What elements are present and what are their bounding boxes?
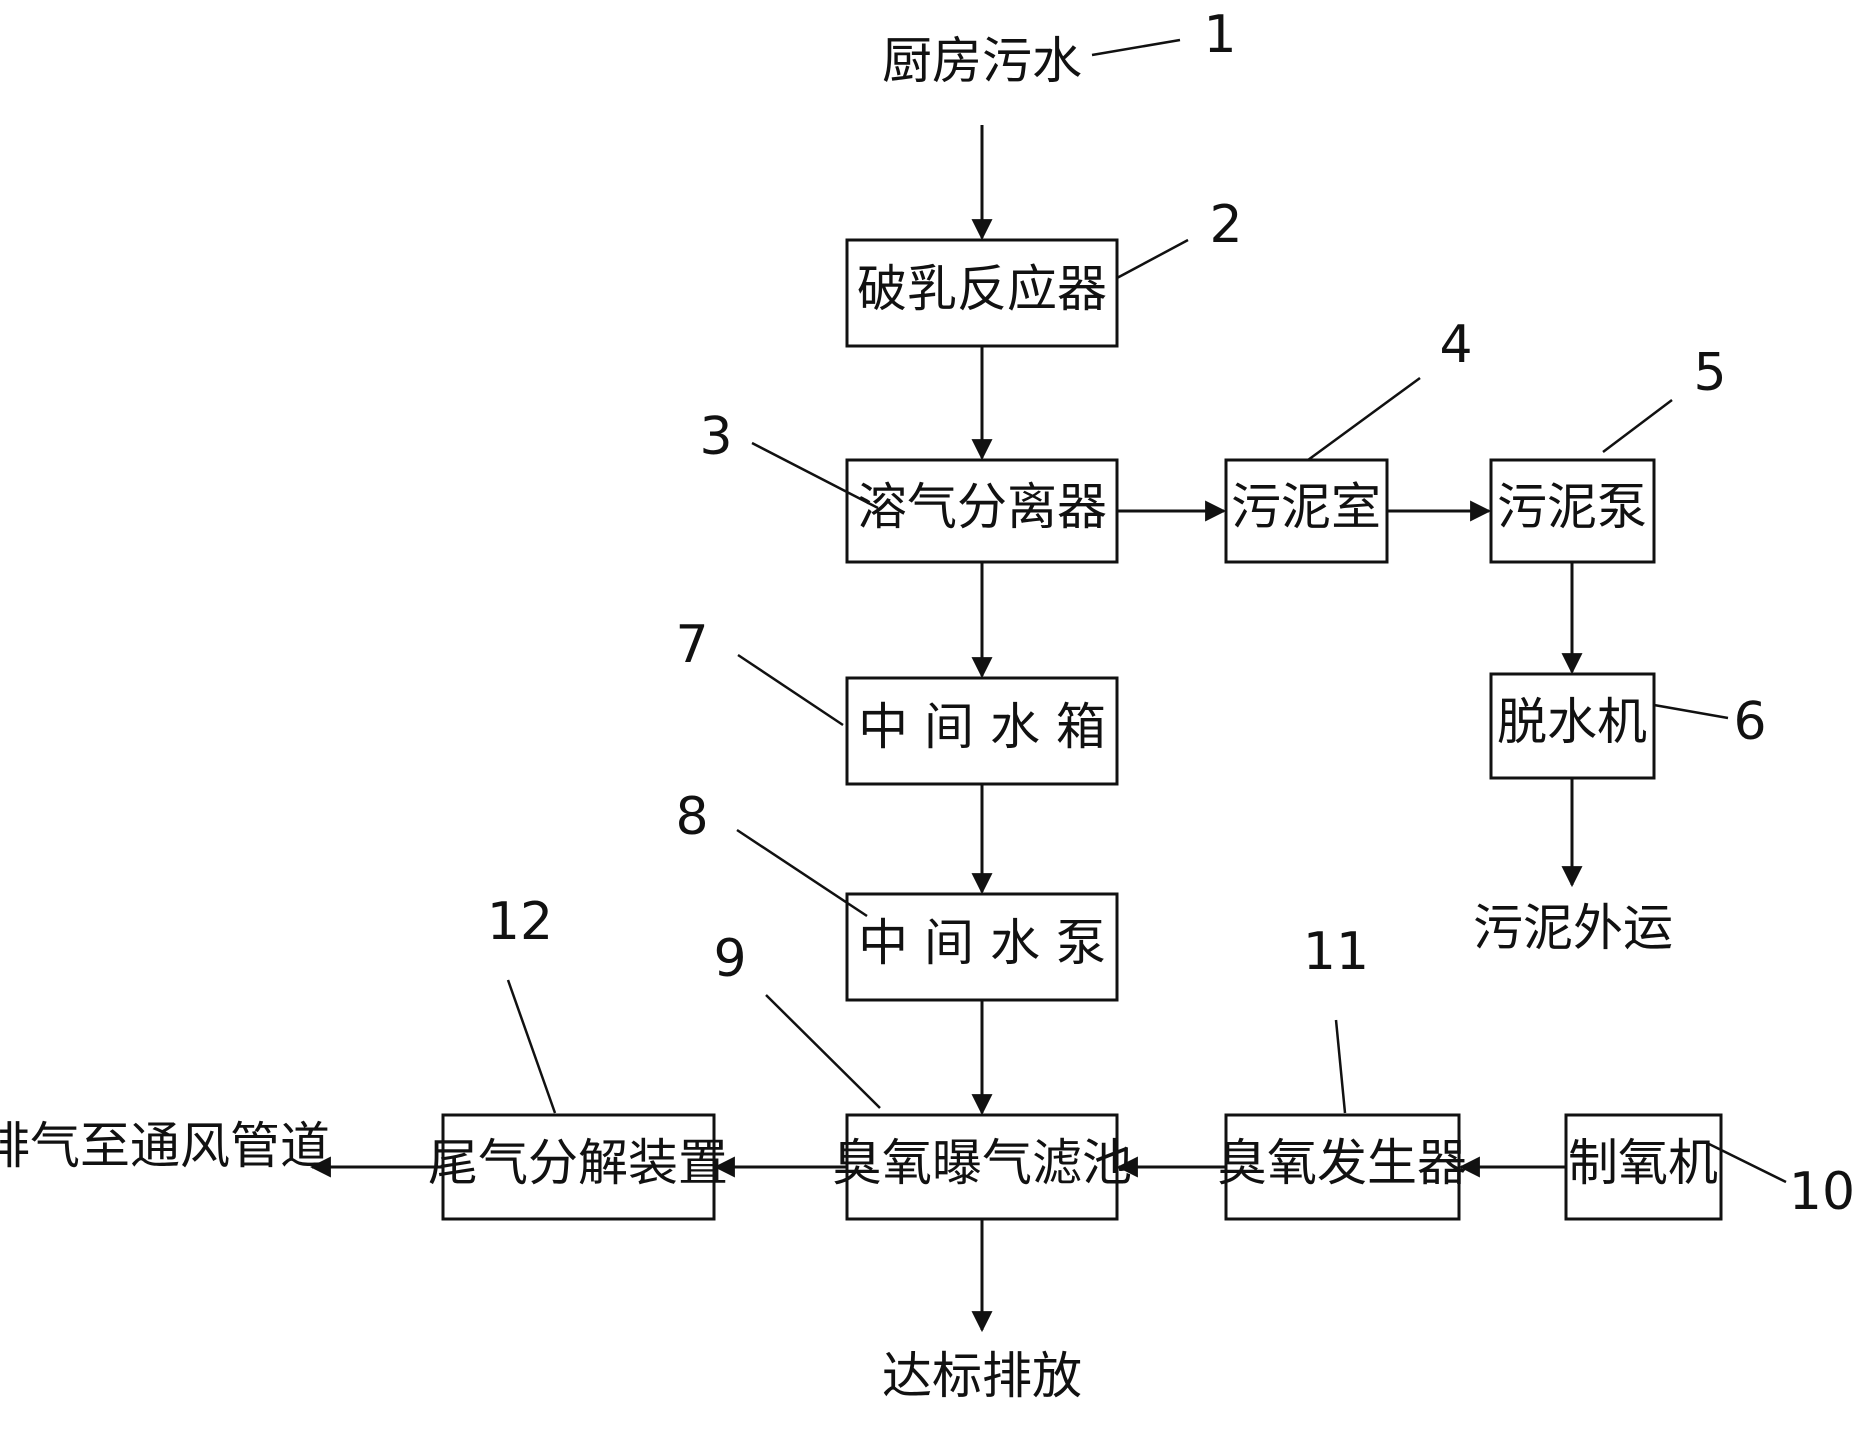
dewatering-machine-box: 脱水机 bbox=[1489, 672, 1656, 780]
ozone-filter-label: 臭氧曝气滤池 bbox=[832, 1134, 1132, 1192]
tail-gas-device-box: 尾气分解装置 bbox=[428, 1113, 728, 1221]
leader-line-12 bbox=[506, 979, 557, 1114]
demulsifier-box: 破乳反应器 bbox=[845, 238, 1119, 348]
sludge-removal-label: 污泥外运 bbox=[1473, 899, 1673, 957]
demulsifier-label: 破乳反应器 bbox=[857, 260, 1107, 318]
intermediate-pump-label: 中 间 水 泵 bbox=[858, 914, 1106, 972]
oxygen-maker-label: 制氧机 bbox=[1568, 1134, 1718, 1192]
oxygen-maker-box: 制氧机 bbox=[1564, 1113, 1723, 1221]
sludge-room-label: 污泥室 bbox=[1231, 478, 1381, 536]
leader-line-3 bbox=[751, 441, 879, 510]
sludge-pump-box: 污泥泵 bbox=[1489, 458, 1656, 564]
leader-line-4 bbox=[1307, 376, 1421, 462]
intermediate-tank-label: 中 间 水 箱 bbox=[858, 698, 1106, 756]
air-separator-box: 溶气分离器 bbox=[845, 458, 1119, 564]
label-number-1: 1 bbox=[1203, 5, 1236, 65]
tail-gas-device-label: 尾气分解装置 bbox=[428, 1134, 728, 1192]
leader-line-1 bbox=[1091, 38, 1181, 57]
exhaust-to-duct-label: 排气至通风管道 bbox=[0, 1117, 330, 1175]
intermediate-tank-box: 中 间 水 箱 bbox=[845, 676, 1119, 786]
label-number-9: 9 bbox=[713, 929, 746, 989]
sludge-room-box: 污泥室 bbox=[1224, 458, 1389, 564]
label-number-8: 8 bbox=[675, 787, 708, 847]
label-number-4: 4 bbox=[1439, 315, 1472, 375]
ozone-generator-label: 臭氧发生器 bbox=[1217, 1134, 1467, 1192]
leader-line-11 bbox=[1334, 1019, 1347, 1114]
intermediate-pump-box: 中 间 水 泵 bbox=[845, 892, 1119, 1002]
leader-line-8 bbox=[736, 828, 868, 918]
dewatering-machine-label: 脱水机 bbox=[1497, 693, 1647, 751]
leader-line-2 bbox=[1116, 238, 1189, 280]
label-number-6: 6 bbox=[1733, 692, 1766, 752]
sludge-pump-label: 污泥泵 bbox=[1497, 478, 1647, 536]
leader-line-9 bbox=[765, 994, 881, 1109]
leader-line-7 bbox=[737, 653, 844, 727]
air-separator-label: 溶气分离器 bbox=[857, 478, 1107, 536]
label-number-5: 5 bbox=[1693, 343, 1726, 403]
label-number-2: 2 bbox=[1209, 195, 1242, 255]
leader-line-5 bbox=[1602, 399, 1673, 453]
discharge-label: 达标排放 bbox=[882, 1347, 1082, 1405]
ozone-generator-box: 臭氧发生器 bbox=[1217, 1113, 1467, 1221]
leader-line-6 bbox=[1653, 703, 1729, 720]
leader-line-10 bbox=[1706, 1141, 1787, 1184]
kitchen-sewage-label: 厨房污水 bbox=[882, 32, 1082, 90]
label-number-3: 3 bbox=[699, 407, 732, 467]
ozone-filter-box: 臭氧曝气滤池 bbox=[832, 1113, 1132, 1221]
label-number-11: 11 bbox=[1303, 922, 1369, 982]
label-number-10: 10 bbox=[1789, 1162, 1855, 1222]
label-number-7: 7 bbox=[675, 615, 708, 675]
label-number-12: 12 bbox=[487, 892, 553, 952]
